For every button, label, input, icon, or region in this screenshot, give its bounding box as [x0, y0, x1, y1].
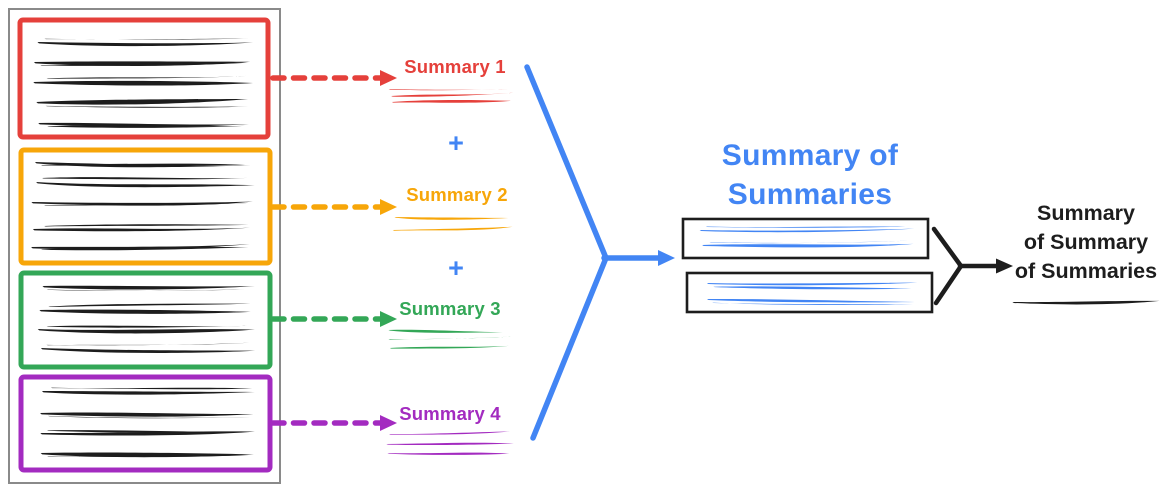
scribble-line — [37, 42, 254, 47]
scribble-line — [705, 226, 906, 228]
scribble-line — [36, 98, 249, 105]
summary-3-label: Summary 3 — [399, 298, 501, 319]
scribble-line — [709, 240, 909, 244]
scribble-line — [40, 412, 254, 417]
scribble-line — [46, 75, 248, 79]
scribble-line — [31, 201, 253, 206]
document-2-box — [18, 147, 273, 266]
arrowhead-icon — [380, 70, 397, 86]
final-line-2: of Summary — [1023, 230, 1149, 254]
plus-sign-2: + — [448, 253, 464, 283]
scribble-line — [39, 309, 251, 314]
merge-funnel-arrow — [524, 64, 675, 441]
scribble-line — [46, 289, 247, 292]
scribble-line — [40, 62, 249, 66]
final-line-3: of Summaries — [1014, 259, 1158, 283]
scribble-line — [712, 302, 914, 306]
scribble-line — [47, 125, 245, 128]
summary-of-summaries-title: Summary of Summaries — [722, 136, 898, 214]
scribble-line — [45, 105, 249, 108]
documents-container-box — [8, 8, 281, 484]
summary-2-label: Summary 2 — [406, 184, 508, 205]
scribble-line — [41, 163, 246, 166]
title-line-2: Summaries — [727, 178, 893, 211]
scribble-line — [36, 182, 255, 188]
scribble-line — [44, 38, 250, 40]
scribble-line — [391, 92, 514, 97]
scribble-line — [713, 286, 912, 290]
scribble-line — [37, 329, 256, 334]
scribble-line — [46, 342, 250, 346]
scribble-line — [388, 88, 513, 91]
scribble-strokes — [31, 38, 1160, 458]
arrowhead-icon — [380, 311, 397, 327]
scribble-line — [699, 228, 915, 233]
plus-sign-1: + — [448, 128, 464, 158]
funnel-lines — [524, 64, 609, 441]
scribble-line — [40, 348, 256, 353]
arrowhead-icon — [380, 199, 397, 215]
scribble-line — [33, 80, 254, 86]
scribble-line — [387, 452, 510, 455]
document-1-arrow — [270, 70, 397, 86]
scribble-line — [394, 217, 509, 220]
scribble-line — [46, 325, 251, 328]
document-3-box — [18, 270, 273, 370]
scribble-line — [41, 391, 257, 395]
final-merge-arrow — [931, 226, 1013, 306]
scribble-line — [386, 442, 514, 446]
scribble-line — [46, 430, 253, 433]
summary-of-summaries-box-1 — [681, 217, 930, 260]
scribble-line — [706, 298, 915, 303]
scribble-line — [388, 336, 511, 340]
fork-lines — [931, 226, 964, 306]
scribble-line — [391, 100, 511, 103]
arrowhead-icon — [658, 250, 675, 266]
scribble-line — [42, 285, 255, 290]
scribble-line — [44, 224, 249, 227]
scribble-line — [706, 282, 918, 286]
scribble-line — [389, 431, 510, 435]
scribble-line — [392, 226, 513, 231]
summary-of-summaries-box-2 — [685, 271, 934, 314]
scribble-line — [702, 243, 914, 248]
scribble-line — [50, 387, 253, 390]
summary-4-label: Summary 4 — [399, 403, 501, 424]
final-line-1: Summary — [1037, 201, 1135, 225]
document-1-box — [17, 17, 271, 140]
summary-1-label: Summary 1 — [404, 56, 506, 77]
scribble-line — [40, 246, 249, 251]
scribble-line — [48, 303, 251, 308]
document-2-arrow — [270, 199, 397, 215]
scribble-line — [47, 415, 251, 419]
scribble-line — [388, 329, 511, 333]
scribble-line — [44, 202, 249, 206]
document-4-arrow — [270, 415, 397, 431]
title-line-1: Summary of — [721, 139, 899, 172]
scribble-line — [32, 227, 251, 232]
scribble-line — [47, 454, 249, 457]
document-3-arrow — [270, 311, 397, 327]
document-4-box — [18, 374, 273, 473]
scribble-line — [389, 345, 510, 349]
scribble-line — [1012, 300, 1160, 305]
arrowhead-icon — [996, 258, 1013, 274]
arrowhead-icon — [380, 415, 397, 431]
final-summary-title: Summary of Summary of Summaries — [1015, 199, 1157, 286]
scribble-line — [42, 177, 249, 180]
